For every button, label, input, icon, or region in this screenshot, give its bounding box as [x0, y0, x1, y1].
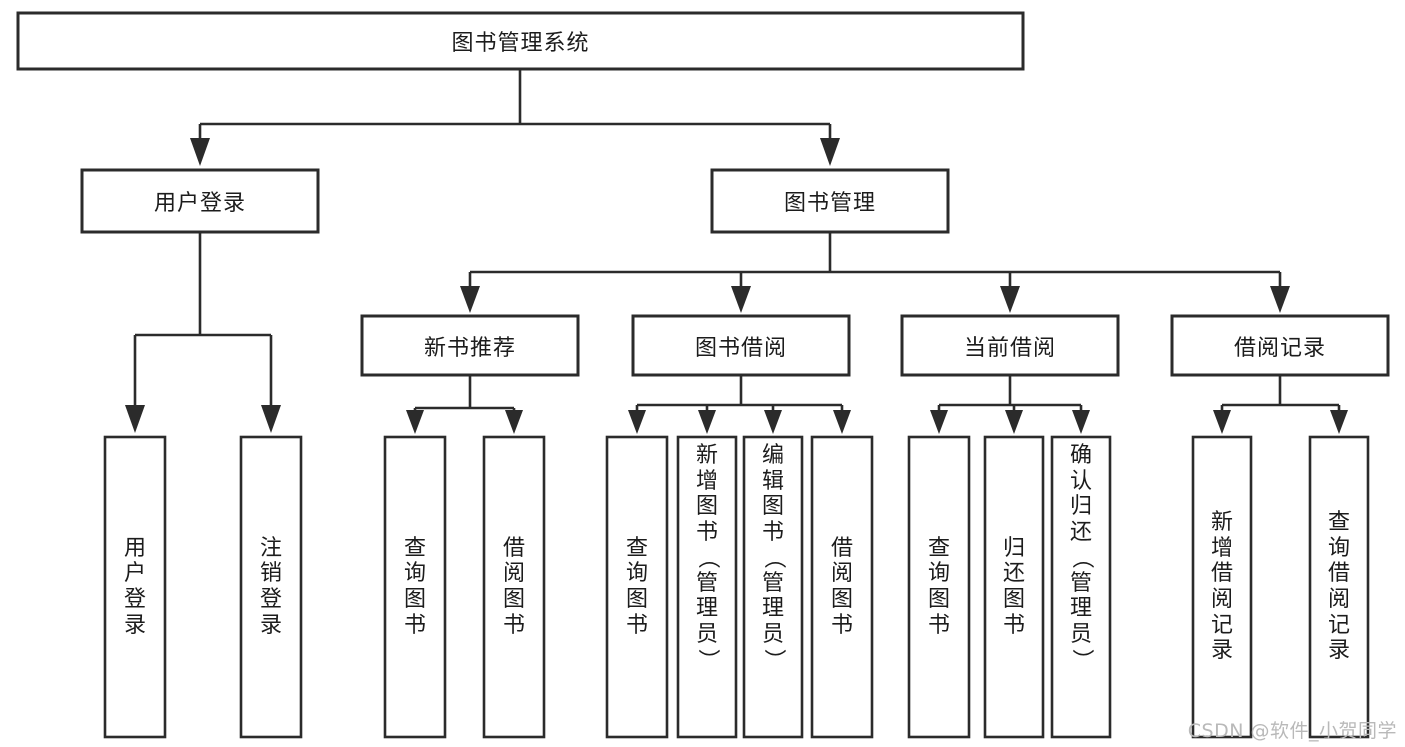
arrowhead-user-login-to-leaf-1 [125, 405, 145, 433]
node-box-leaf-borrow-book-2[interactable] [810, 435, 874, 739]
arrowhead-nbr-to-leaf-1 [406, 410, 424, 434]
node-box-leaf-query-book-1[interactable] [383, 435, 447, 739]
node-box-leaf-add-book-admin[interactable] [676, 435, 738, 739]
node-box-current-borrow[interactable] [900, 314, 1120, 377]
arrowhead-cb-to-leaf-2 [1005, 410, 1023, 434]
arrowhead-root-to-user-login [190, 138, 210, 166]
node-box-leaf-borrow-book-1[interactable] [482, 435, 546, 739]
arrowhead-cb-to-leaf-3 [1072, 410, 1090, 434]
node-box-leaf-add-borrow-record[interactable] [1191, 435, 1253, 739]
node-box-book-borrow[interactable] [631, 314, 851, 377]
node-box-leaf-query-borrow-record[interactable] [1308, 435, 1370, 739]
arrowhead-user-login-to-leaf-2 [261, 405, 281, 433]
arrowhead-bm-to-borrow-record [1270, 286, 1290, 313]
node-box-leaf-query-book-2[interactable] [605, 435, 669, 739]
node-box-book-management[interactable] [710, 168, 950, 234]
node-box-leaf-confirm-return-admin[interactable] [1050, 435, 1112, 739]
arrowhead-bb-to-leaf-4 [833, 410, 851, 434]
node-box-root[interactable] [16, 11, 1025, 71]
arrowhead-bm-to-current-borrow [1000, 286, 1020, 313]
node-box-leaf-edit-book-admin[interactable] [742, 435, 804, 739]
node-box-borrow-record[interactable] [1170, 314, 1390, 377]
node-box-leaf-user-login[interactable] [103, 435, 167, 739]
arrowhead-bm-to-book-borrow [731, 286, 751, 313]
arrowhead-bb-to-leaf-2 [698, 410, 716, 434]
arrowhead-nbr-to-leaf-2 [505, 410, 523, 434]
node-box-leaf-return-book[interactable] [983, 435, 1045, 739]
arrowhead-bm-to-new-book-recommend [460, 286, 480, 313]
node-box-leaf-logout-login[interactable] [239, 435, 303, 739]
node-box-new-book-recommend[interactable] [360, 314, 580, 377]
arrowhead-root-to-book-management [820, 138, 840, 166]
arrowhead-br-to-leaf-1 [1213, 410, 1231, 434]
node-box-user-login[interactable] [80, 168, 320, 234]
arrowhead-bb-to-leaf-1 [628, 410, 646, 434]
node-box-leaf-query-book-3[interactable] [907, 435, 971, 739]
arrowhead-br-to-leaf-2 [1330, 410, 1348, 434]
arrowhead-bb-to-leaf-3 [764, 410, 782, 434]
arrowhead-cb-to-leaf-1 [930, 410, 948, 434]
